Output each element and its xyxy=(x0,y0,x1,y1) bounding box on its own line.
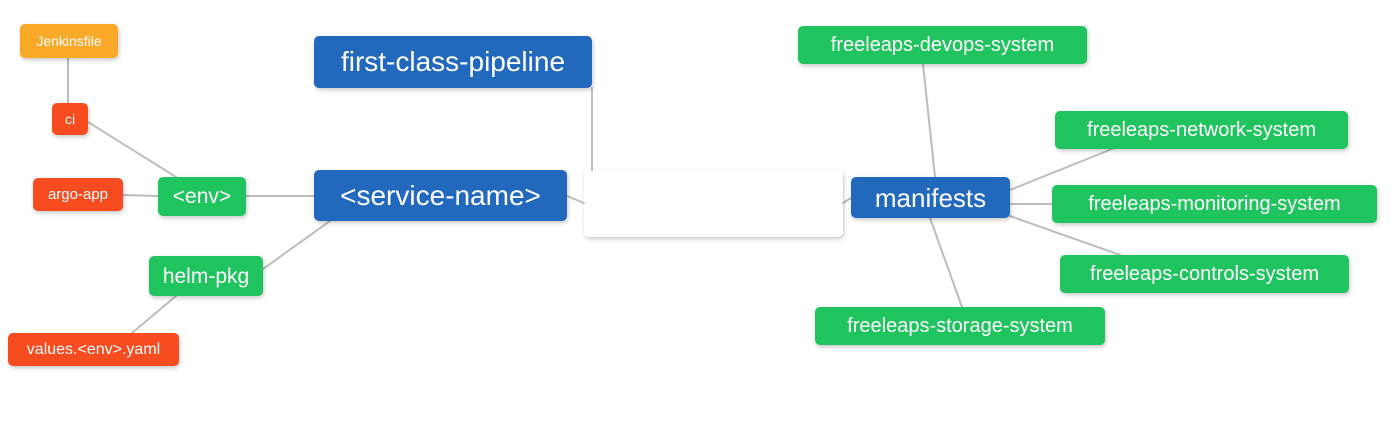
edge-manifests-to-freeleaps-devops-system xyxy=(922,63,936,178)
node-label-freeleaps-monitoring-system: freeleaps-monitoring-system xyxy=(1088,193,1341,215)
mindmap-node-freeleaps-network-system[interactable]: freeleaps-network-system xyxy=(1055,111,1348,149)
node-label-helm-pkg: helm-pkg xyxy=(162,264,250,288)
node-label-env: <env> xyxy=(172,185,232,208)
mindmap-node-env[interactable]: <env> xyxy=(158,177,246,216)
edge-env-to-argo-app xyxy=(122,194,159,197)
edge-freeleaps-ops-to-service-name xyxy=(566,195,585,204)
mindmap-node-freeleaps-monitoring-system[interactable]: freeleaps-monitoring-system xyxy=(1052,185,1377,223)
node-label-manifests: manifests xyxy=(874,182,987,213)
mindmap-node-freeleaps-ops[interactable]: freeleaps-ops xyxy=(584,170,843,237)
edge-helm-pkg-to-values-yaml xyxy=(131,295,177,334)
node-label-freeleaps-network-system: freeleaps-network-system xyxy=(1087,119,1316,141)
node-label-freeleaps-devops-system: freeleaps-devops-system xyxy=(830,34,1055,56)
edge-manifests-to-freeleaps-storage-system xyxy=(929,217,963,308)
edge-service-name-to-helm-pkg xyxy=(262,220,331,270)
edge-freeleaps-ops-to-manifests xyxy=(842,197,852,204)
mindmap-node-first-class-pipeline[interactable]: first-class-pipeline xyxy=(314,36,592,88)
node-label-argo-app: argo-app xyxy=(47,186,109,203)
node-label-service-name: <service-name> xyxy=(340,179,541,211)
node-label-freeleaps-ops: freeleaps-ops xyxy=(622,186,805,220)
edge-manifests-to-freeleaps-network-system xyxy=(1009,148,1113,191)
node-label-ci: ci xyxy=(64,111,76,127)
mindmap-node-argo-app[interactable]: argo-app xyxy=(33,178,123,211)
mindmap-node-values-yaml[interactable]: values.<env>.yaml xyxy=(8,333,179,366)
node-label-freeleaps-controls-system: freeleaps-controls-system xyxy=(1090,263,1319,285)
mindmap-node-ci[interactable]: ci xyxy=(52,103,88,135)
node-label-freeleaps-storage-system: freeleaps-storage-system xyxy=(847,315,1073,337)
node-label-jenkinsfile: Jenkinsfile xyxy=(36,33,102,49)
mindmap-node-freeleaps-controls-system[interactable]: freeleaps-controls-system xyxy=(1060,255,1349,293)
mindmap-node-freeleaps-storage-system[interactable]: freeleaps-storage-system xyxy=(815,307,1105,345)
node-label-first-class-pipeline: first-class-pipeline xyxy=(340,46,566,77)
node-label-values-yaml: values.<env>.yaml xyxy=(26,340,161,358)
mindmap-node-freeleaps-devops-system[interactable]: freeleaps-devops-system xyxy=(798,26,1087,64)
mindmap-node-jenkinsfile[interactable]: Jenkinsfile xyxy=(20,24,118,58)
mindmap-node-manifests[interactable]: manifests xyxy=(851,177,1010,218)
mindmap-node-service-name[interactable]: <service-name> xyxy=(314,170,567,221)
edge-env-to-ci xyxy=(87,121,177,178)
mindmap-node-helm-pkg[interactable]: helm-pkg xyxy=(149,256,263,296)
